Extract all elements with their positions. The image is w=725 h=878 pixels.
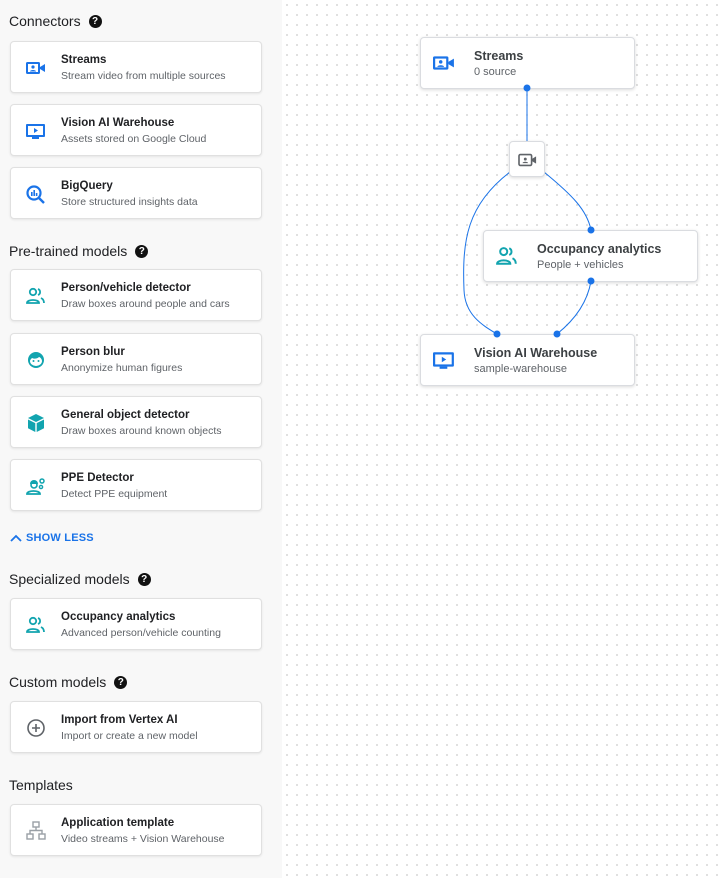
cube-icon	[28, 414, 44, 432]
help-icon[interactable]: ?	[137, 572, 151, 586]
node-streams[interactable]: Streams 0 source	[420, 37, 635, 89]
model-general-object-detector[interactable]: General object detector Draw boxes aroun…	[10, 396, 262, 448]
face-icon	[28, 352, 44, 368]
connector-streams[interactable]: Streams Stream video from multiple sourc…	[10, 41, 262, 93]
monitor-play-icon	[26, 124, 45, 139]
show-less-button[interactable]: SHOW LESS	[10, 532, 94, 544]
add-circle-icon	[27, 719, 45, 737]
model-occupancy-analytics[interactable]: Occupancy analytics Advanced person/vehi…	[10, 598, 262, 650]
edge-occupancy-to-warehouse	[556, 280, 592, 335]
model-person-blur[interactable]: Person blur Anonymize human figures	[10, 333, 262, 385]
monitor-play-icon	[433, 352, 454, 369]
bigquery-icon	[26, 185, 45, 204]
chevron-up-icon	[10, 534, 22, 542]
import-from-vertex-ai[interactable]: Import from Vertex AI Import or create a…	[10, 701, 262, 753]
section-specialized-models: Specialized models?	[9, 571, 151, 587]
section-connectors: Connectors?	[9, 13, 102, 29]
model-ppe-detector[interactable]: PPE Detector Detect PPE equipment	[10, 459, 262, 511]
hierarchy-icon	[26, 821, 46, 840]
connector-bigquery[interactable]: BigQuery Store structured insights data	[10, 167, 262, 219]
help-icon[interactable]: ?	[114, 675, 128, 689]
people-icon	[26, 616, 45, 633]
edge-hub-to-occupancy	[543, 171, 592, 231]
help-icon[interactable]: ?	[88, 14, 102, 28]
component-sidebar: Connectors? Streams Stream video from mu…	[0, 0, 282, 878]
section-pretrained-models: Pre-trained models?	[9, 243, 149, 259]
ppe-icon	[26, 478, 45, 495]
people-icon	[26, 287, 45, 304]
pipeline-canvas[interactable]: Streams 0 source Occupancy analytics Peo…	[282, 0, 725, 878]
node-vision-ai-warehouse[interactable]: Vision AI Warehouse sample-warehouse	[420, 334, 635, 386]
edge-hub-to-warehouse	[463, 171, 511, 335]
video-camera-icon	[518, 153, 537, 167]
video-camera-icon	[26, 62, 45, 74]
application-template[interactable]: Application template Video streams + Vis…	[10, 804, 262, 856]
video-camera-icon	[433, 56, 454, 70]
edges-layer	[463, 88, 592, 335]
section-custom-models: Custom models?	[9, 674, 128, 690]
help-icon[interactable]: ?	[135, 244, 149, 258]
node-stream-hub[interactable]	[509, 141, 545, 177]
connector-vision-ai-warehouse[interactable]: Vision AI Warehouse Assets stored on Goo…	[10, 104, 262, 156]
model-person-vehicle-detector[interactable]: Person/vehicle detector Draw boxes aroun…	[10, 269, 262, 321]
section-templates: Templates	[9, 777, 73, 793]
node-occupancy-analytics[interactable]: Occupancy analytics People + vehicles	[483, 230, 698, 282]
people-icon	[496, 247, 517, 265]
